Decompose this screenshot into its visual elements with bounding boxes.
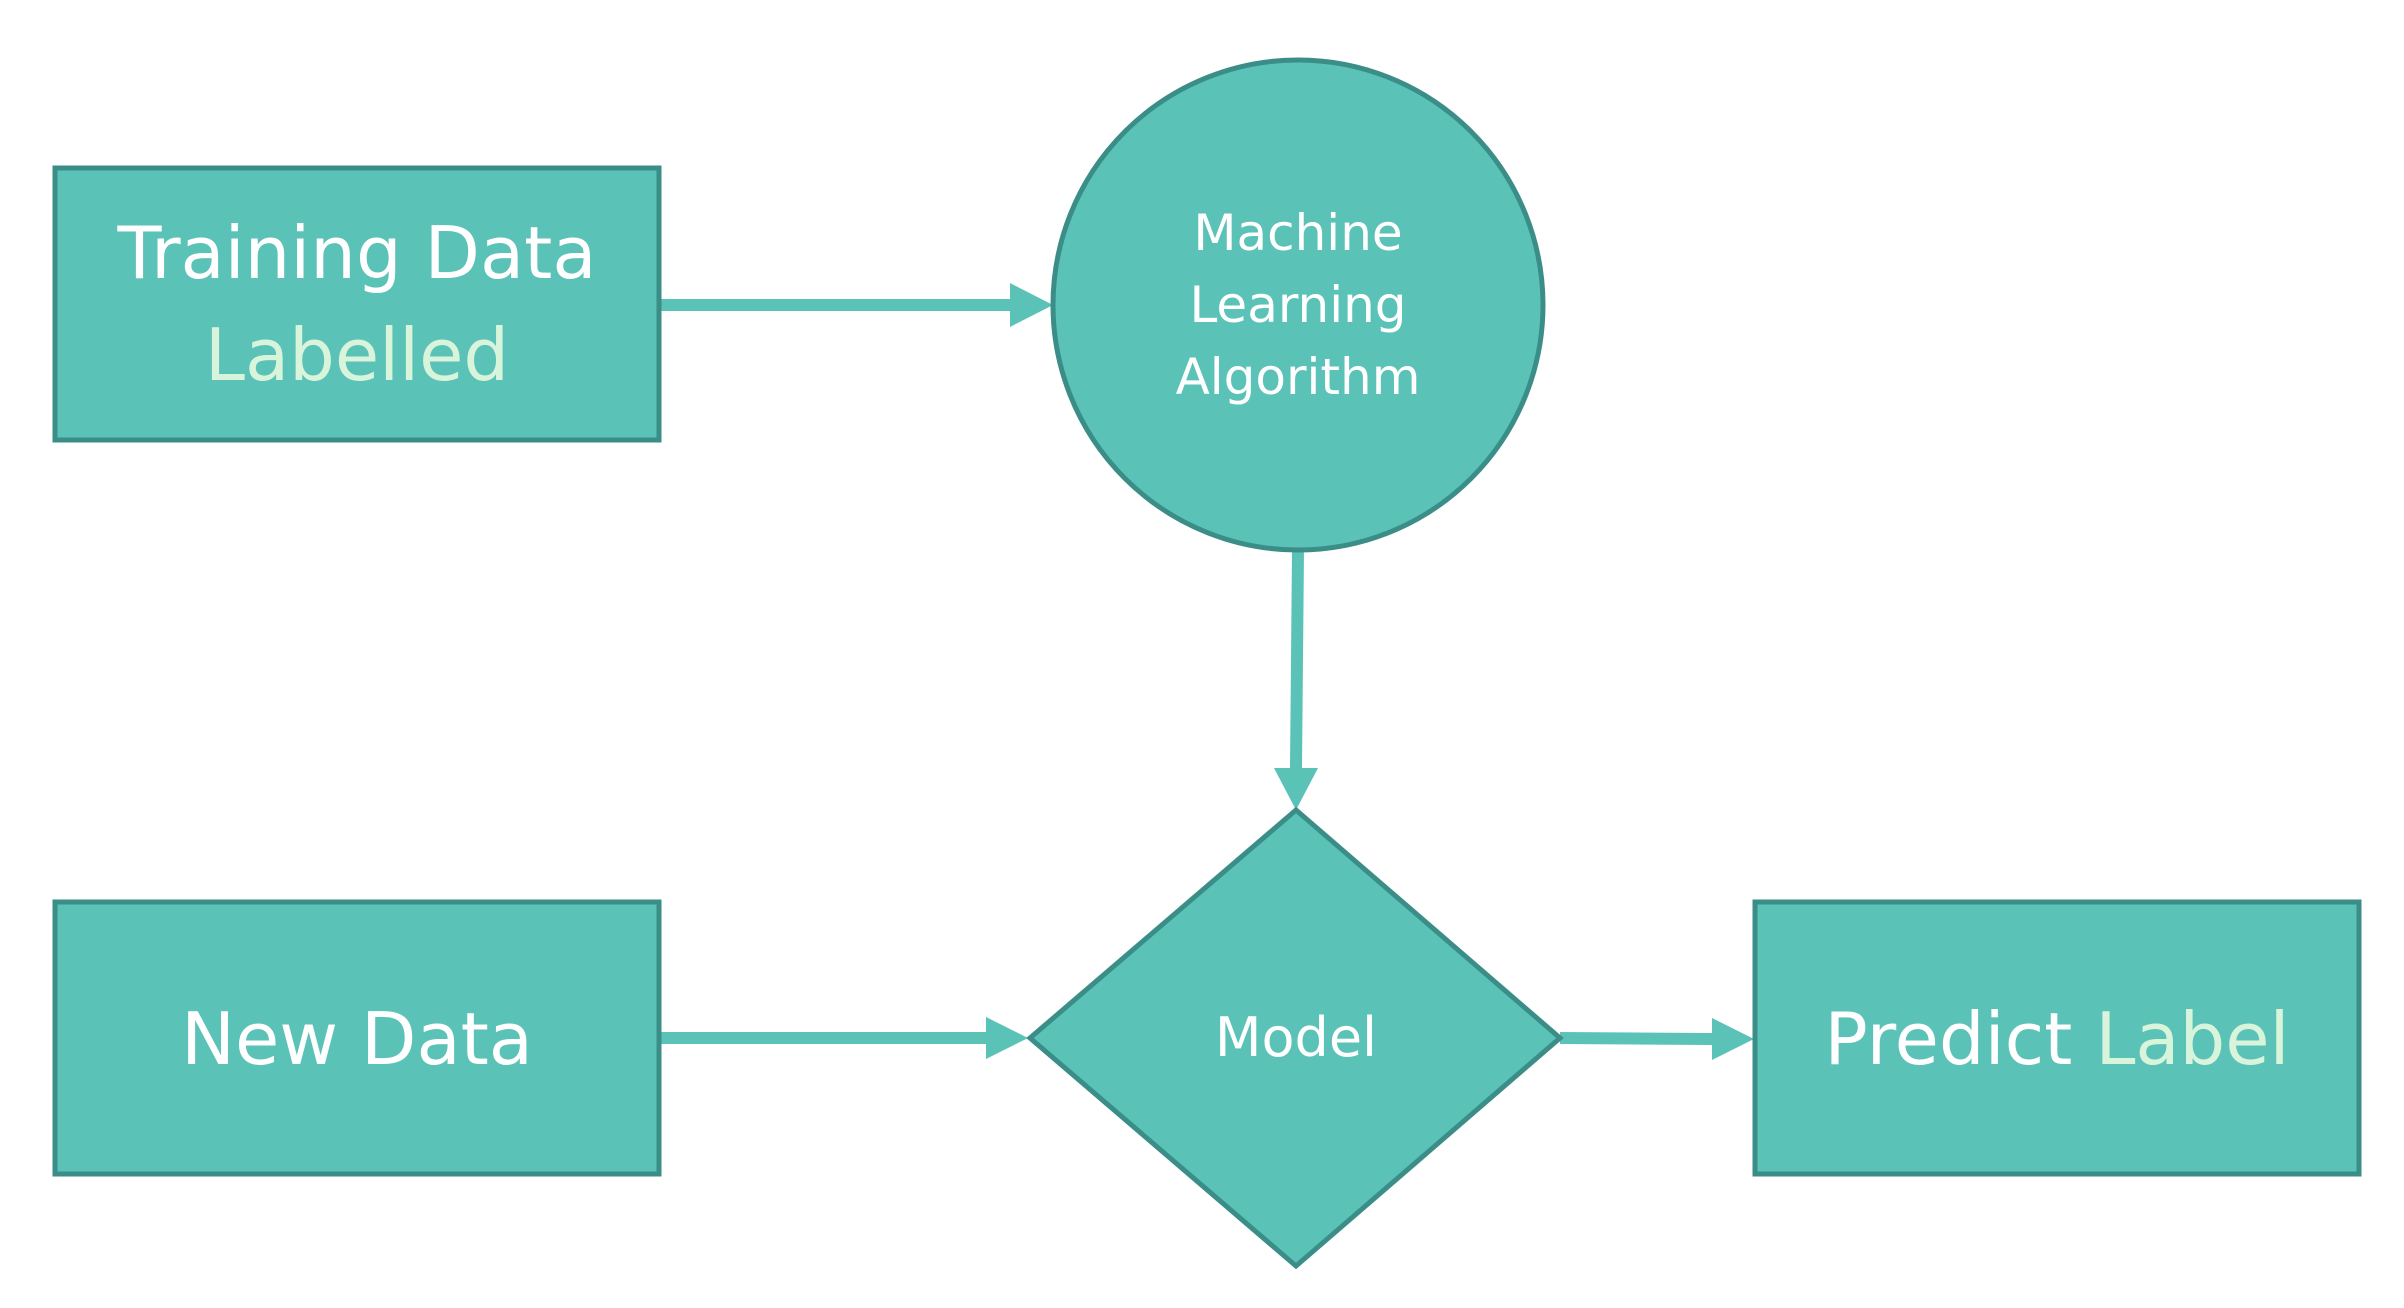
training-data-subtitle: Labelled [205, 313, 509, 397]
model-label: Model [1215, 1006, 1377, 1069]
arrowhead-training-to-algorithm [1010, 283, 1053, 327]
ml-algorithm-line2: Learning [1189, 276, 1406, 334]
arrowhead-newdata-to-model [986, 1017, 1028, 1059]
node-model: Model [1026, 806, 1564, 1270]
edges [660, 283, 1754, 1060]
edge-algorithm-to-model [1290, 549, 1304, 769]
new-data-label: New Data [181, 997, 533, 1081]
predict-label-box [1752, 899, 2362, 1177]
training-data-title: Training Data [117, 211, 597, 295]
label-word-spacer [2072, 997, 2095, 1081]
model-diamond [1026, 806, 1564, 1270]
predict-word: Predict [1824, 997, 2072, 1081]
label-word: Label [2095, 997, 2289, 1081]
arrowhead-algorithm-to-model [1274, 768, 1318, 810]
ml-algorithm-line3: Algorithm [1176, 348, 1421, 406]
predict-label-text: Predict Label [1824, 997, 2289, 1081]
node-training-data: Training Data Labelled [52, 165, 662, 443]
node-ml-algorithm: Machine Learning Algorithm [1050, 57, 1546, 553]
new-data-box [52, 899, 662, 1177]
edge-model-to-predict [1559, 1032, 1713, 1045]
ml-algorithm-line1: Machine [1193, 204, 1402, 262]
node-predict-label: Predict Label [1752, 899, 2362, 1177]
training-data-box [52, 165, 662, 443]
ml-algorithm-circle [1050, 57, 1546, 553]
arrowhead-model-to-predict [1712, 1018, 1754, 1060]
node-new-data: New Data [52, 899, 662, 1177]
